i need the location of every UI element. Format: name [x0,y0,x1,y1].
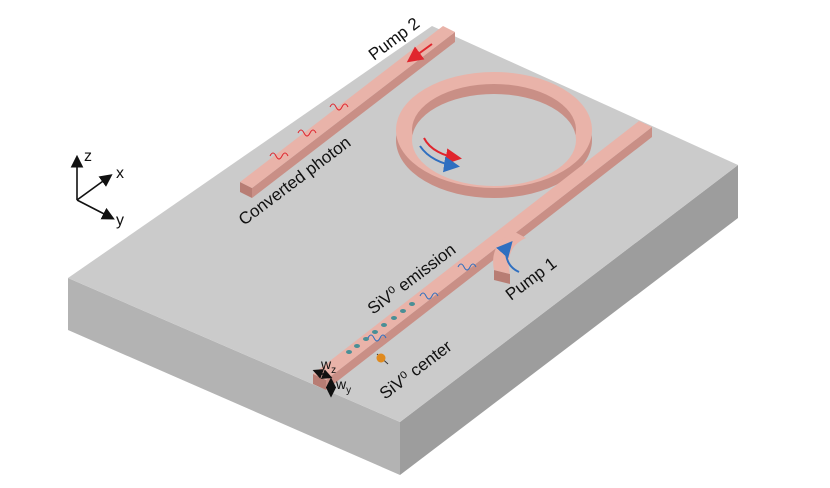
pump2-arrow [406,43,433,63]
ring-resonator [396,72,592,198]
wz-dimension-arrow-back [312,369,331,379]
emission-wave-packet [457,263,477,271]
y-axis-label: y [116,212,124,229]
pump1-arrow [496,240,520,273]
photonic-crystal-holes [346,302,415,354]
emission-wave-packet [419,292,439,300]
converted-wave-packet [297,129,317,137]
substrate-front-face [68,278,400,475]
crystal-hole [346,350,352,354]
crystal-hole [354,344,360,348]
crystal-hole [363,337,369,341]
crystal-hole [391,316,397,320]
y-axis-line [76,199,115,220]
crystal-hole [400,309,406,313]
atom-sphere [376,353,386,363]
wz-label: wz [320,356,336,376]
bus-waveguide-front [326,127,652,390]
siv-center-atom [376,353,389,365]
substrate [68,26,738,475]
x-axis-line [76,174,113,201]
crystal-hole [409,302,415,306]
ring-hole [412,94,576,186]
ring-blue-arrow [419,145,460,173]
z-axis-label: z [84,148,92,165]
wy-label: wy [335,376,351,396]
converted-wave-packets [269,103,349,160]
crystal-hole [381,323,387,327]
x-axis-label: x [116,165,124,182]
converted-wave-packet [269,152,289,160]
width-dimension-markers [312,369,337,398]
emission-wave-packets [367,263,477,342]
upper-waveguide-front [252,32,455,198]
crystal-hole [372,330,378,334]
upper-waveguide-side [240,182,252,198]
converted-wave-packet [329,103,349,111]
coordinate-axes: z x y [70,148,124,229]
emission-wave-packet [367,334,387,342]
substrate-right-face [400,165,738,475]
pump1-waveguide-side [494,270,510,284]
bus-waveguide-top [313,121,652,380]
